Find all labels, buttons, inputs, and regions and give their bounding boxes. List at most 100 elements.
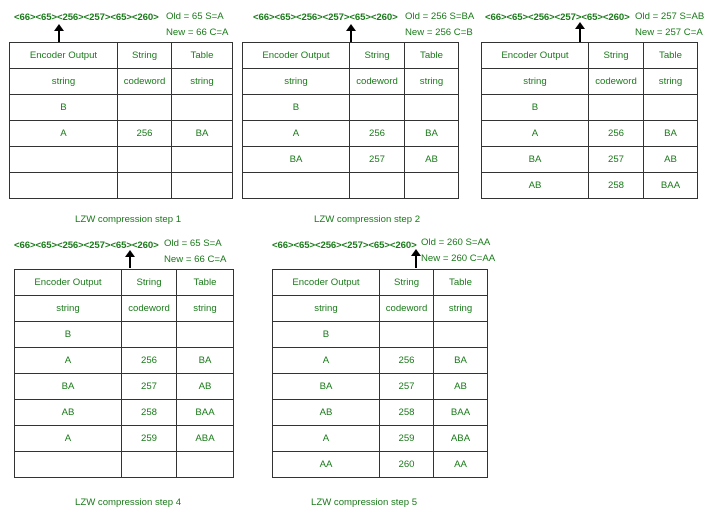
- cell-codeword: [117, 94, 172, 121]
- cell-output: B: [9, 94, 118, 121]
- cell-codeword: [117, 146, 172, 173]
- cell-codeword: 258: [121, 399, 177, 426]
- cell-codeword: 257: [379, 373, 434, 400]
- cell-output: [9, 172, 118, 199]
- cell-string: BA: [433, 347, 488, 374]
- cell-string: [171, 94, 233, 121]
- header-string: String: [349, 42, 405, 69]
- cell-codeword: [121, 321, 177, 348]
- cell-codeword: 258: [379, 399, 434, 426]
- step-caption: LZW compression step 1: [75, 214, 182, 225]
- table-row: [9, 172, 233, 199]
- cell-string: AB: [433, 373, 488, 400]
- table-row: [242, 172, 459, 199]
- subheader-string: string: [176, 295, 234, 322]
- old-value: Old = 65 S=A: [164, 238, 222, 249]
- table-row: B: [9, 94, 233, 121]
- code-sequence: <66><65><256><257><65><260>: [485, 12, 630, 23]
- header-table: Table: [171, 42, 233, 69]
- cell-codeword: 257: [121, 373, 177, 400]
- cell-codeword: 258: [588, 172, 644, 199]
- cell-output: A: [272, 347, 380, 374]
- new-value: New = 66 C=A: [166, 27, 229, 38]
- pointer-arrow-icon: [346, 24, 356, 42]
- header-string: String: [117, 42, 172, 69]
- cell-output: BA: [242, 146, 350, 173]
- table-row: B: [14, 321, 234, 348]
- cell-codeword: 256: [379, 347, 434, 374]
- subheader-codeword: codeword: [117, 68, 172, 95]
- header-encoder-output: Encoder Output: [9, 42, 118, 69]
- new-value: New = 257 C=A: [635, 27, 703, 38]
- header-encoder-output: Encoder Output: [242, 42, 350, 69]
- cell-string: BAA: [176, 399, 234, 426]
- cell-output: A: [9, 120, 118, 147]
- cell-codeword: 256: [588, 120, 644, 147]
- cell-output: [9, 146, 118, 173]
- step-caption: LZW compression step 5: [311, 497, 418, 508]
- cell-codeword: [588, 94, 644, 121]
- cell-codeword: 260: [379, 451, 434, 478]
- cell-string: AB: [643, 146, 698, 173]
- cell-codeword: [121, 451, 177, 478]
- cell-codeword: 256: [349, 120, 405, 147]
- cell-string: [404, 94, 459, 121]
- table-row: [14, 451, 234, 478]
- subheader-codeword: codeword: [121, 295, 177, 322]
- pointer-arrow-icon: [54, 24, 64, 42]
- cell-output: AA: [272, 451, 380, 478]
- pointer-arrow-icon: [575, 22, 585, 42]
- header-string: String: [588, 42, 644, 69]
- header-string: String: [379, 269, 434, 296]
- cell-output: AB: [14, 399, 122, 426]
- cell-output: A: [14, 347, 122, 374]
- subheader-string: string: [272, 295, 380, 322]
- header-encoder-output: Encoder Output: [481, 42, 589, 69]
- subheader-string: string: [643, 68, 698, 95]
- code-sequence: <66><65><256><257><65><260>: [272, 240, 417, 251]
- cell-string: AB: [176, 373, 234, 400]
- code-sequence: <66><65><256><257><65><260>: [14, 12, 159, 23]
- old-value: Old = 257 S=AB: [635, 11, 705, 22]
- cell-output: BA: [481, 146, 589, 173]
- cell-string: [176, 451, 234, 478]
- cell-output: A: [242, 120, 350, 147]
- cell-output: [14, 451, 122, 478]
- cell-codeword: 259: [379, 425, 434, 452]
- code-sequence: <66><65><256><257><65><260>: [253, 12, 398, 23]
- cell-string: BAA: [433, 399, 488, 426]
- code-sequence: <66><65><256><257><65><260>: [14, 240, 159, 251]
- new-value: New = 256 C=B: [405, 27, 473, 38]
- cell-string: ABA: [176, 425, 234, 452]
- header-string: String: [121, 269, 177, 296]
- cell-codeword: [349, 172, 405, 199]
- cell-codeword: 256: [117, 120, 172, 147]
- new-value: New = 260 C=AA: [421, 253, 496, 264]
- cell-codeword: 257: [349, 146, 405, 173]
- subheader-codeword: codeword: [349, 68, 405, 95]
- table-row: B: [481, 94, 698, 121]
- subheader-string: string: [9, 68, 118, 95]
- old-value: Old = 65 S=A: [166, 11, 224, 22]
- cell-string: AB: [404, 146, 459, 173]
- cell-string: [171, 146, 233, 173]
- cell-string: BA: [404, 120, 459, 147]
- header-table: Table: [643, 42, 698, 69]
- cell-string: [171, 172, 233, 199]
- subheader-codeword: codeword: [588, 68, 644, 95]
